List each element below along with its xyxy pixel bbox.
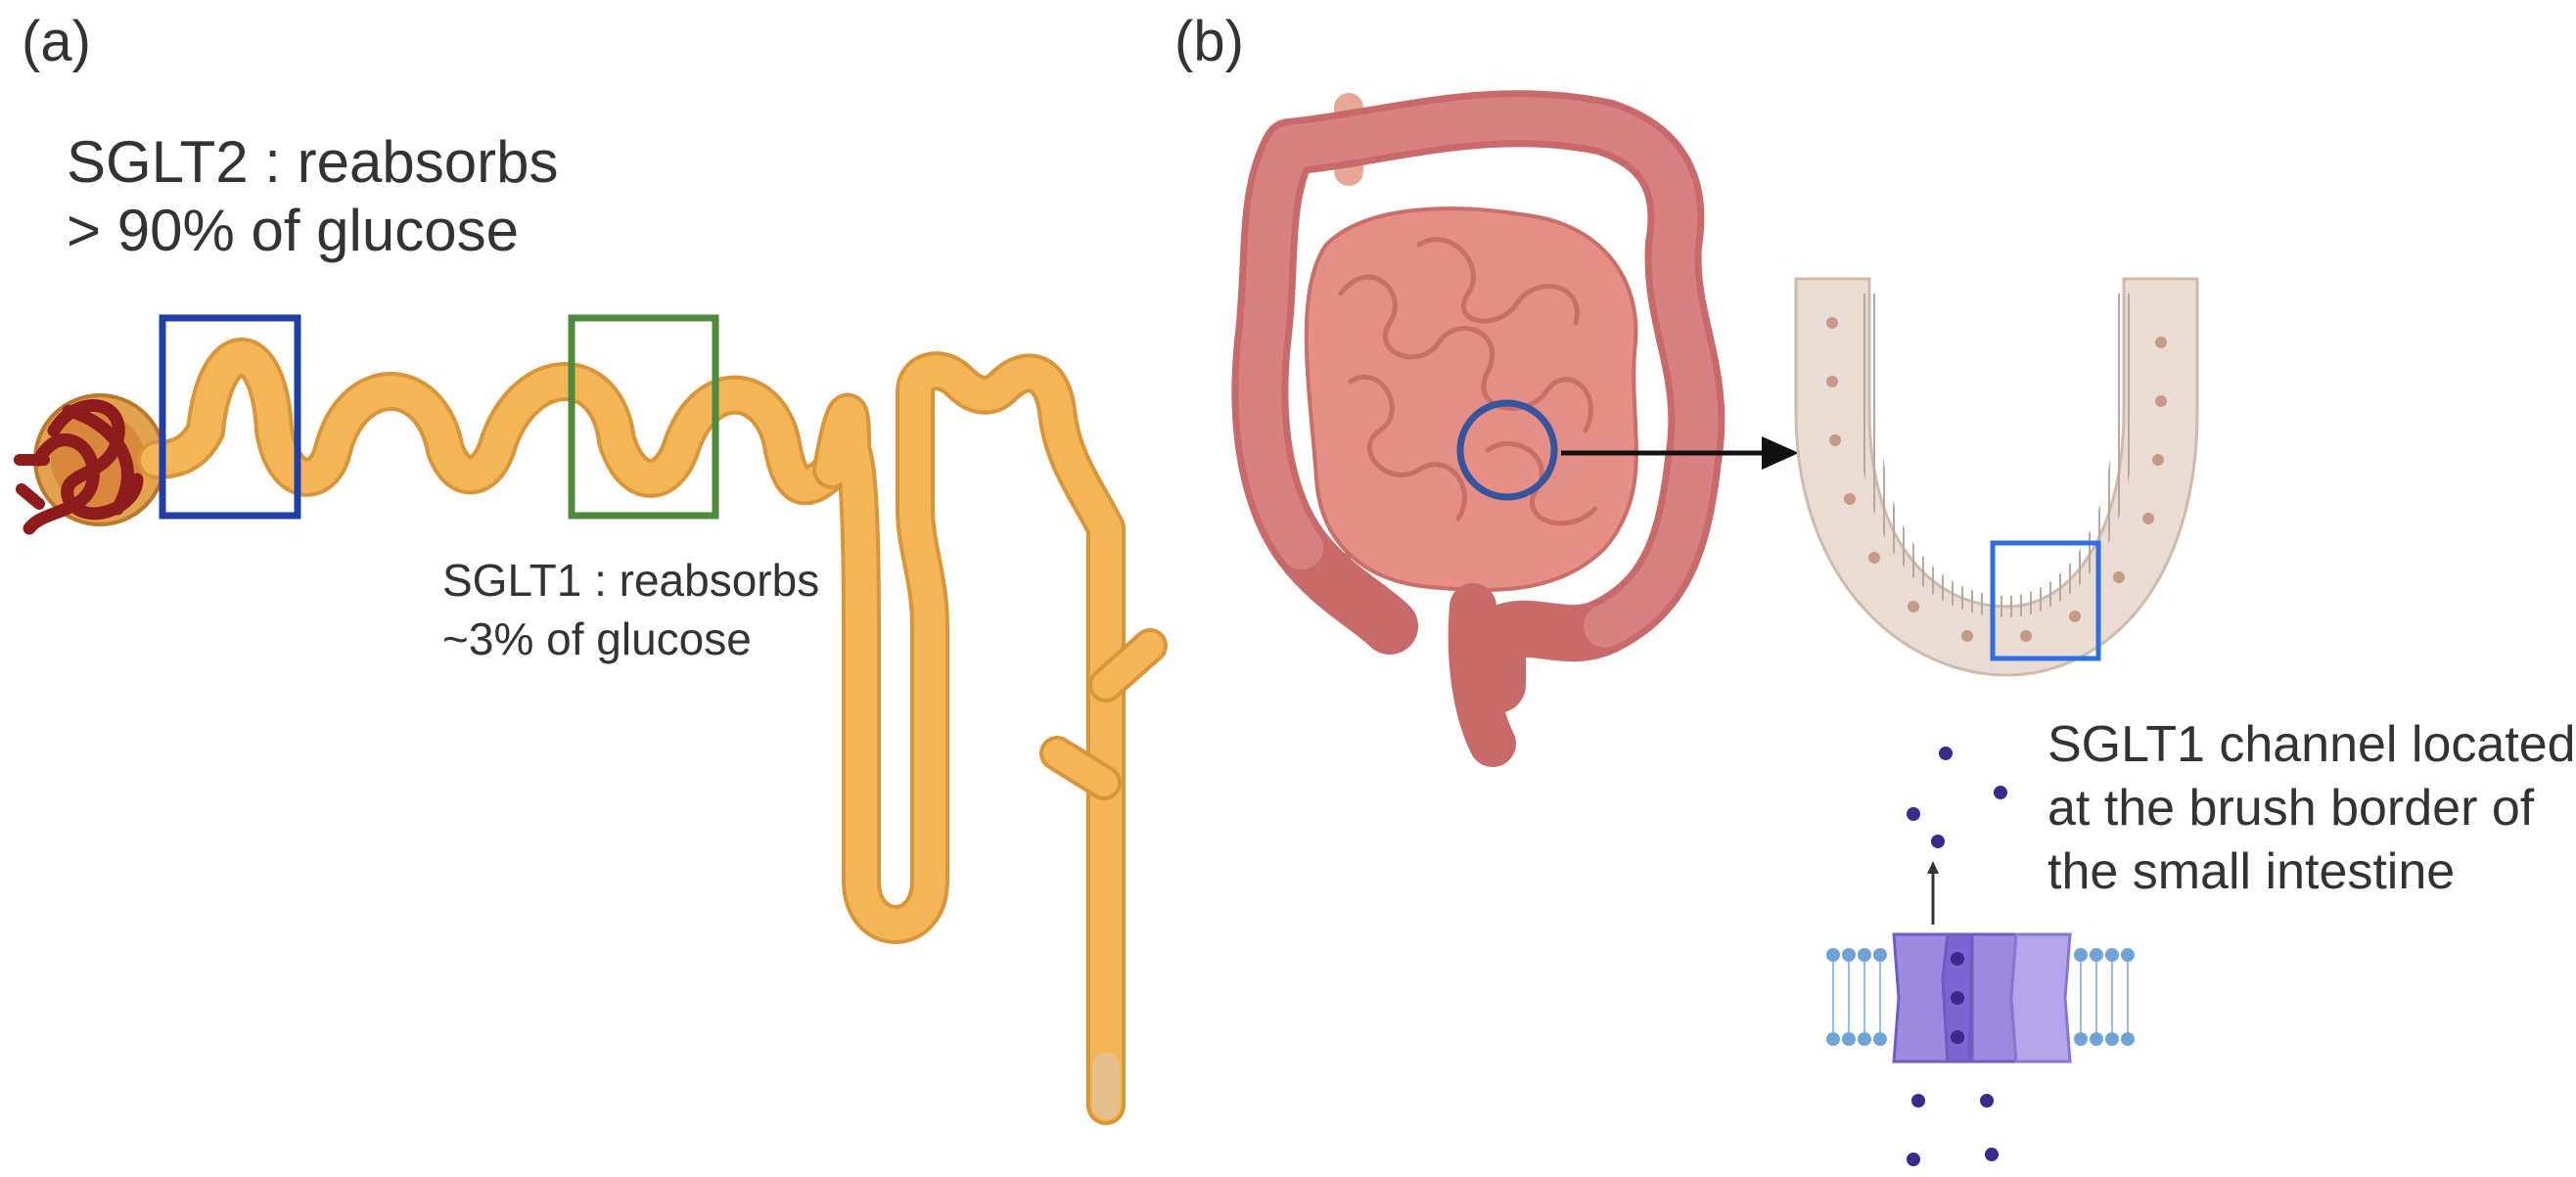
brush-border-box: [1990, 540, 2101, 661]
intestine: [1231, 90, 1725, 767]
villus: [1794, 277, 2199, 677]
channel-caption-line2: at the brush border of: [2047, 780, 2535, 837]
sglt2-region-box: [159, 314, 301, 520]
channel-caption-line1: SGLT1 channel located: [2047, 716, 2576, 773]
nephron: [14, 338, 1168, 1125]
sglt2-label-line1: SGLT2 : reabsorbs: [67, 129, 559, 195]
channel-caption-line3: the small intestine: [2047, 843, 2456, 900]
figure-artwork: [14, 90, 2199, 1166]
transport-arrow: [1927, 861, 1939, 925]
zoom-arrow: [1561, 436, 1799, 470]
sglt2-label-line2: > 90% of glucose: [67, 198, 519, 263]
sglt1-region-box: [568, 314, 719, 520]
small-intestine: [1304, 206, 1638, 592]
membrane: [1826, 948, 2135, 1046]
panel-b-label: (b): [1174, 10, 1244, 73]
panel-a-label: (a): [22, 10, 91, 73]
sglt1-label-line2: ~3% of glucose: [442, 613, 752, 664]
sglt1-channel: [1892, 932, 2072, 1064]
sglt1-label-line1: SGLT1 : reabsorbs: [442, 555, 820, 606]
glomerulus: [14, 393, 166, 535]
glucose-molecules: [1907, 747, 2007, 1166]
intestine-focus-circle: [1456, 399, 1558, 501]
